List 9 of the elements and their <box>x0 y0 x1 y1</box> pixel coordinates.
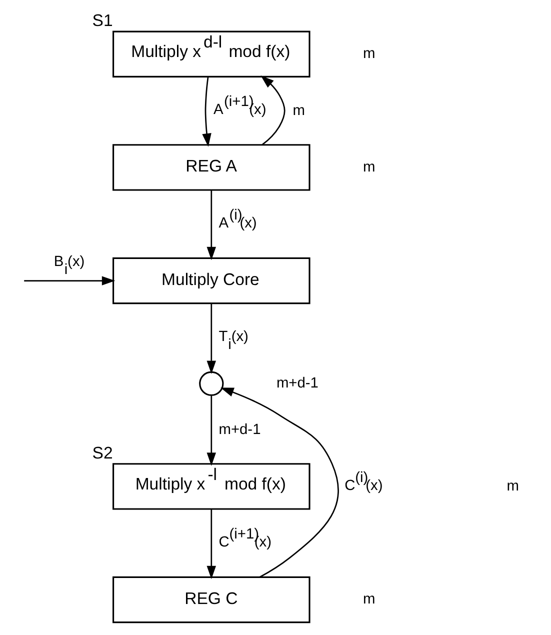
node-label: S1 <box>92 11 112 30</box>
label: m+d-1 <box>276 375 318 392</box>
edge-label: m+d-1 <box>218 422 260 438</box>
node-label: S2 <box>92 443 112 462</box>
edge-label: m <box>292 103 304 120</box>
label: m <box>506 478 518 494</box>
label: m <box>362 592 375 608</box>
label: m <box>362 159 375 176</box>
label: m <box>362 46 375 62</box>
